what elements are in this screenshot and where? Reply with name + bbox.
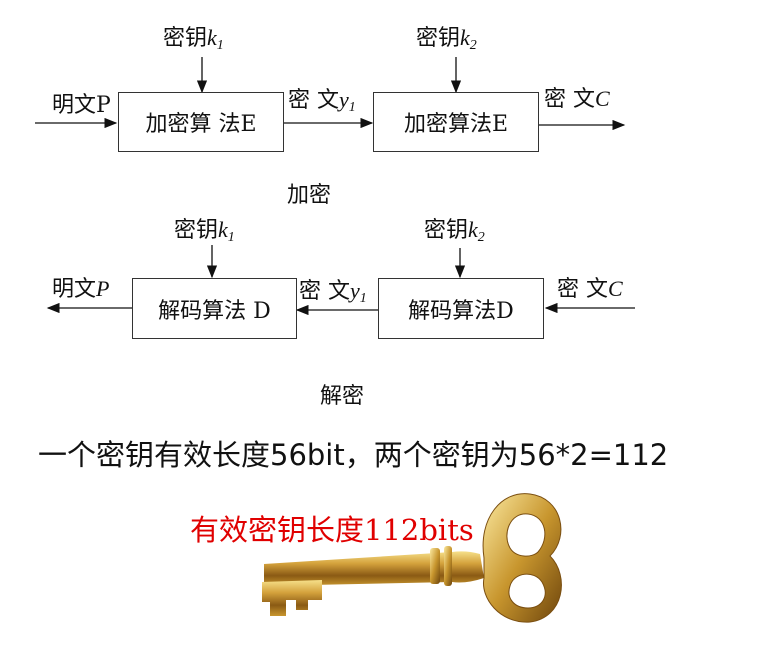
enc-y1-label: 密 文y1: [288, 87, 356, 115]
dec-ciphertext-label: 密 文C: [557, 276, 623, 302]
enc-key2-label: 密钥k2: [416, 25, 477, 53]
enc-ciphertext-label: 密 文C: [544, 86, 610, 112]
effective-key-length-text: 有效密钥长度112bits: [190, 513, 474, 547]
enc-key1-label: 密钥k1: [163, 25, 224, 53]
golden-key-icon: [262, 493, 562, 623]
dec-key1-label: 密钥k1: [174, 217, 235, 245]
enc-plaintext-label: 明文P: [52, 93, 111, 118]
dec-plaintext-label: 明文P: [52, 276, 110, 302]
dec-key2-label: 密钥k2: [424, 217, 485, 245]
encryption-caption: 加密: [287, 183, 332, 208]
dec-algorithm-box-left: 解码算法 D: [132, 278, 297, 339]
key-length-summary: 一个密钥有效长度56bit，两个密钥为56*2=112: [38, 438, 669, 472]
dec-algorithm-box-right: 解码算法D: [378, 278, 544, 339]
decryption-caption: 解密: [320, 384, 365, 409]
enc-algorithm-box-1: 加密算 法E: [118, 92, 284, 152]
enc-algorithm-box-2: 加密算法E: [373, 92, 539, 152]
dec-y1-label: 密 文y1: [299, 278, 367, 306]
